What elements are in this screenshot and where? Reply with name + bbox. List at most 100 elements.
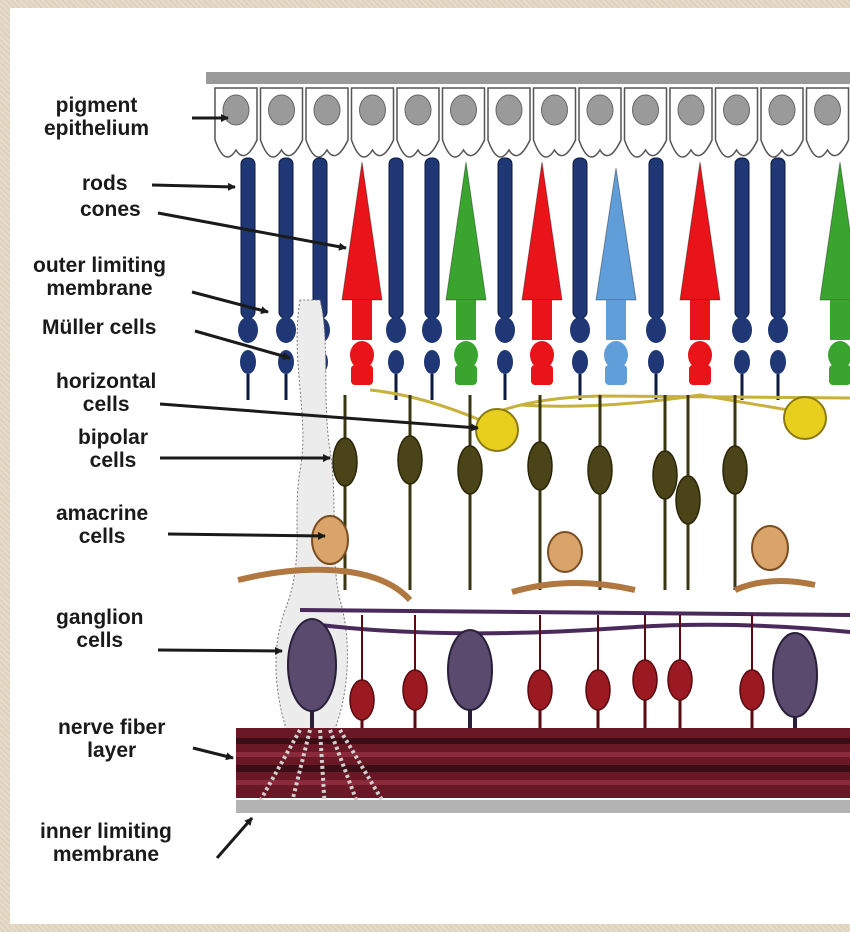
rod-terminal [734,350,750,374]
rod-terminal [770,350,786,374]
label-bipolar-cells: bipolar cells [78,426,148,472]
label-cones: cones [80,198,141,221]
pigment-nucleus [815,95,841,125]
rod-nucleus [238,317,258,343]
inner-limiting-membrane [236,800,850,813]
small-ganglion-cell [350,680,374,720]
pigment-nucleus [223,95,249,125]
nerve-fiber-stripe [236,780,850,785]
cone-pedicle [531,365,553,385]
nerve-fiber-layer [236,728,850,810]
pigment-nucleus [314,95,340,125]
rod-terminal [240,350,256,374]
pigment-nucleus [678,95,704,125]
bipolar-cell [333,438,357,486]
label-line: layer [58,739,165,762]
cone-pedicle [605,365,627,385]
ganglion-cell [773,633,817,717]
label-line: ganglion [56,606,144,629]
rod-cell [735,158,749,318]
label-line: membrane [33,277,166,300]
label-inner-limiting-membrane: inner limiting membrane [40,820,172,866]
cone-outer-segment [446,162,486,300]
cone-outer-segment [342,162,382,300]
amacrine-cell [312,516,348,564]
arrow-ganglion [158,650,282,651]
label-outer-limiting-membrane: outer limiting membrane [33,254,166,300]
label-line: pigment [44,94,149,117]
label-line: outer limiting [33,254,166,277]
choroid-band [206,72,850,84]
label-nerve-fiber-layer: nerve fiber layer [58,716,165,762]
label-line: nerve fiber [58,716,165,739]
label-line: Müller cells [42,316,156,339]
label-line: cones [80,198,141,221]
nerve-fiber-stripe [236,752,850,757]
small-ganglion-cell [403,670,427,710]
label-line: horizontal [56,370,156,393]
label-line: cells [56,525,148,548]
label-line: cells [56,393,156,416]
rod-cell [573,158,587,318]
rod-terminal [424,350,440,374]
pigment-nucleus [360,95,386,125]
cone-nucleus [688,341,712,369]
label-line: epithelium [44,117,149,140]
rod-terminal [648,350,664,374]
pigment-nucleus [269,95,295,125]
horizontal-cell [476,409,518,451]
label-line: membrane [40,843,172,866]
pigment-nucleus [633,95,659,125]
arrow-amacrine [168,534,325,536]
pigment-nucleus [542,95,568,125]
bipolar-cell [653,451,677,499]
ganglion-cell [448,630,492,710]
label-amacrine-cells: amacrine cells [56,502,148,548]
label-horizontal-cells: horizontal cells [56,370,156,416]
rod-cell [425,158,439,318]
rod-terminal [497,350,513,374]
cone-inner-segment [830,300,850,340]
cone-nucleus [604,341,628,369]
ganglion-cell [288,619,336,711]
cone-inner-segment [606,300,626,340]
bipolar-layer [333,395,747,590]
cone-outer-segment [820,162,850,300]
rod-nucleus [276,317,296,343]
small-ganglion-cell [740,670,764,710]
nerve-fiber-stripe [236,738,850,744]
rod-nucleus [422,317,442,343]
small-ganglion-cell [633,660,657,700]
label-line: amacrine [56,502,148,525]
rod-terminal [388,350,404,374]
bipolar-cell [676,476,700,524]
pigment-nucleus [405,95,431,125]
small-ganglion-cell [586,670,610,710]
rod-cell [241,158,255,318]
rod-cell [498,158,512,318]
rod-cell [389,158,403,318]
amacrine-cell [548,532,582,572]
cone-pedicle [829,365,850,385]
nerve-fiber-stripe [236,765,850,772]
arrow-inner-limiting [217,818,252,858]
label-pigment-epithelium: pigment epithelium [44,94,149,140]
label-line: rods [82,172,128,195]
label-muller-cells: Müller cells [42,316,156,339]
pigment-nucleus [724,95,750,125]
rod-nucleus [768,317,788,343]
rod-cell [649,158,663,318]
cone-nucleus [530,341,554,369]
photoreceptor-layer [238,158,850,400]
label-line: cells [78,449,148,472]
cone-pedicle [351,365,373,385]
arrow-outer-limiting [192,292,268,312]
label-line: cells [56,629,144,652]
bipolar-cell [588,446,612,494]
label-line: bipolar [78,426,148,449]
small-ganglion-cell [528,670,552,710]
rod-nucleus [570,317,590,343]
label-line: inner limiting [40,820,172,843]
label-rods: rods [82,172,128,195]
bipolar-cell [528,442,552,490]
